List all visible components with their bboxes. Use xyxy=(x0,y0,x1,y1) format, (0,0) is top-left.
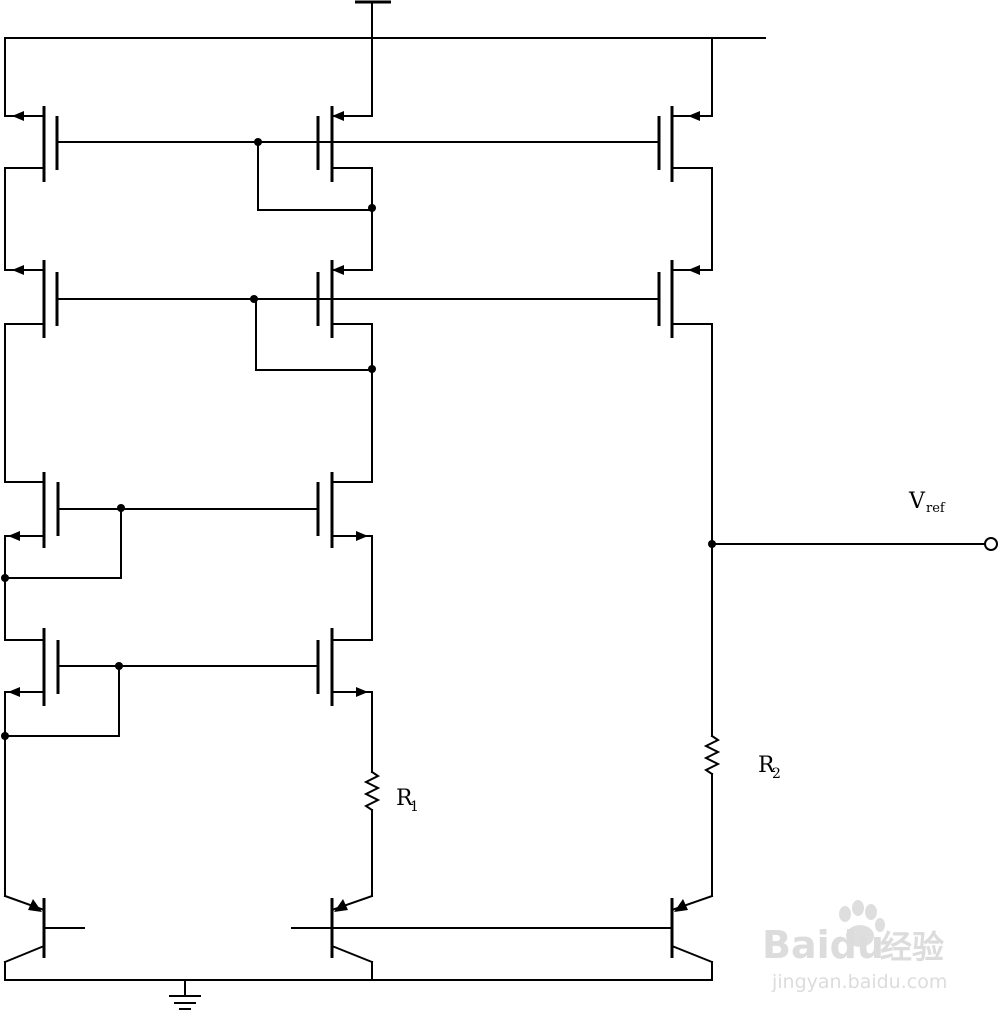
bjt-q3 xyxy=(331,879,714,981)
bjt-q2 xyxy=(291,879,374,981)
pmos-m2-mid-top xyxy=(254,37,376,271)
r1-label-main: R xyxy=(396,786,414,811)
watermark-brand: Baidu xyxy=(762,923,884,967)
vdd-supply xyxy=(4,0,766,39)
watermark-brand-cn: 经验 xyxy=(880,928,944,966)
r2-label: R 2 xyxy=(758,753,781,782)
vref-label-main: V xyxy=(908,489,926,514)
r1-label: R 1 xyxy=(396,786,419,815)
ground-rail xyxy=(4,979,713,1010)
vref-label-sub: ref xyxy=(926,501,946,516)
paw-logo-icon xyxy=(839,900,885,947)
resistor-r2 xyxy=(703,734,721,881)
bjt-q1 xyxy=(3,879,85,981)
r2-label-main: R xyxy=(758,753,776,778)
baidu-watermark: Baidu 经验 jingyan.baidu.com xyxy=(762,900,947,993)
resistor-r1 xyxy=(363,691,381,881)
pmos-m6-right-cascode xyxy=(657,260,713,338)
right-branch xyxy=(708,323,998,737)
nmos-m9-left xyxy=(1,535,319,740)
r1-label-sub: 1 xyxy=(410,799,419,815)
pmos-m5-mid-cascode xyxy=(250,260,376,483)
vref-label: V ref xyxy=(908,489,946,516)
pmos-m3-right-top xyxy=(371,37,713,271)
watermark-url: jingyan.baidu.com xyxy=(771,971,947,993)
nmos-m8-mid xyxy=(316,472,373,641)
vref-terminal xyxy=(984,537,998,551)
nmos-m7-left xyxy=(1,323,319,582)
r2-label-sub: 2 xyxy=(772,766,781,782)
pmos-m4-left-cascode xyxy=(4,167,660,338)
nmos-m10-mid xyxy=(316,628,373,706)
